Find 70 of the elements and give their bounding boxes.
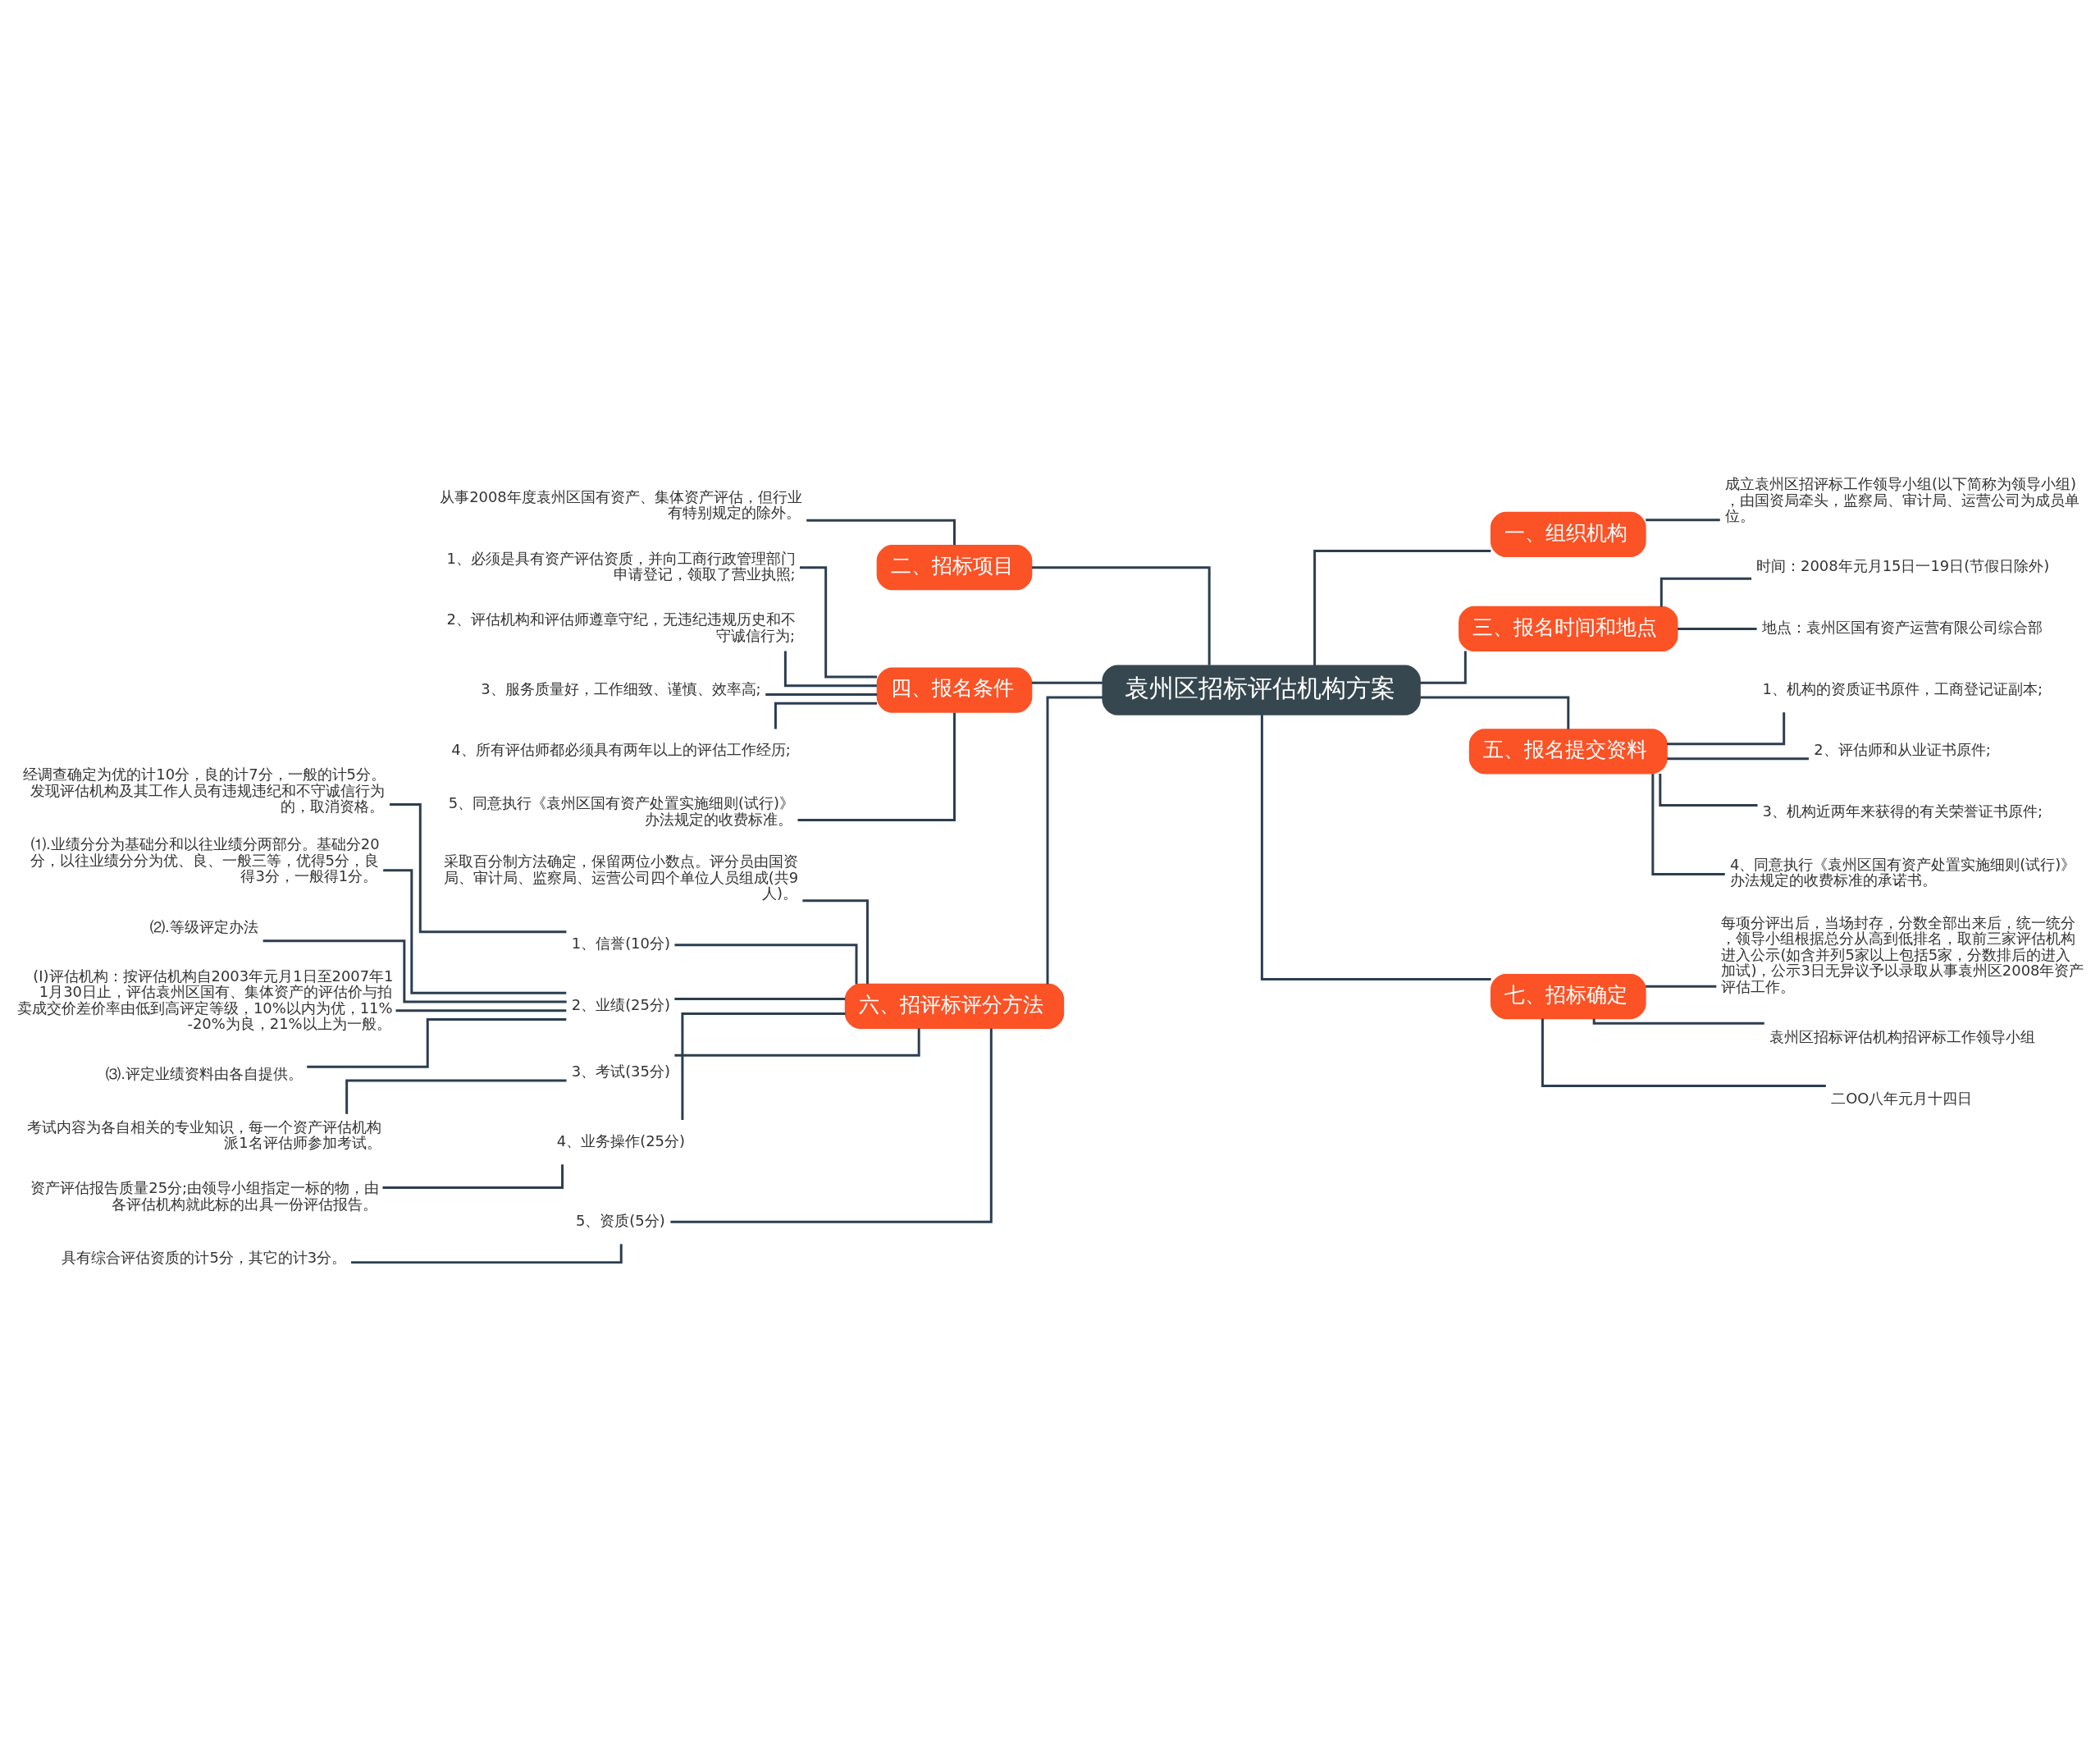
node-text: 1、机构的资质证书原件，工商登记证副本; bbox=[1762, 679, 2043, 697]
node-text: 4、业务操作(25分) bbox=[556, 1131, 685, 1149]
connector bbox=[1541, 1017, 1826, 1087]
connector bbox=[1031, 681, 1102, 684]
node-box: 四、报名条件 bbox=[876, 666, 1033, 713]
connector bbox=[765, 692, 878, 696]
node-text: 1、必须是具有资产评估资质，并向工商行政管理部门申请登记，领取了营业执照; bbox=[446, 549, 796, 583]
connector bbox=[802, 898, 869, 984]
connector bbox=[383, 868, 567, 994]
connector bbox=[390, 802, 567, 933]
node-box: 袁州区招标评估机构方案 bbox=[1102, 665, 1421, 715]
connector bbox=[681, 1012, 846, 1120]
node-text: 3、服务质量好，工作细致、谨慎、效率高; bbox=[481, 679, 761, 697]
connector bbox=[1659, 577, 1751, 606]
connector bbox=[1667, 756, 1809, 760]
node-box: 七、招标确定 bbox=[1490, 973, 1646, 1019]
node-text: ⑵.等级评定办法 bbox=[149, 916, 258, 935]
connector bbox=[783, 650, 877, 687]
connector bbox=[262, 939, 567, 1003]
connector bbox=[1260, 714, 1491, 980]
connector bbox=[1659, 773, 1758, 807]
connector bbox=[1646, 518, 1720, 521]
node-text: 1、信誉(10分) bbox=[571, 934, 670, 952]
node-text: 4、同意执行《袁州区国有资产处置实施细则(试行)》办法规定的收费标准的承诺书。 bbox=[1729, 855, 2076, 889]
node-text: 采取百分制方法确定，保留两位小数点。评分员由国资局、审计局、监察局、运营公司四个单位人员组成(共9人)。 bbox=[443, 852, 799, 902]
node-text: ⑴.业绩分分为基础分和以往业绩分两部分。基础分20分，以往业绩分分为优、良、一般三等，优得5分，良得3分，一般得1分。 bbox=[30, 834, 380, 884]
node-text: 考试内容为各自相关的专业知识，每一个资产评估机构派1名评估师参加考试。 bbox=[26, 1117, 381, 1151]
node-text: 3、考试(35分) bbox=[571, 1062, 670, 1080]
connector bbox=[1646, 985, 1717, 988]
connector bbox=[1046, 696, 1103, 984]
node-box: 五、报名提交资料 bbox=[1468, 728, 1668, 774]
node-text: 2、评估机构和评估师遵章守纪，无违纪违规历史和不守诚信行为; bbox=[446, 610, 796, 644]
node-text: 3、机构近两年来获得的有关荣誉证书原件; bbox=[1762, 802, 2043, 820]
node-text: 具有综合评估资质的计5分，其它的计3分。 bbox=[62, 1248, 347, 1266]
connector bbox=[1592, 1018, 1764, 1025]
connector bbox=[670, 1028, 993, 1223]
connector bbox=[797, 712, 956, 821]
node-text: 成立袁州区招评标工作领导小组(以下简称为领导小组)，由国资局牵头，监察局、审计局、运营公司为成员单位。 bbox=[1724, 474, 2079, 524]
node-text: 地点：袁州区国有资产运营有限公司综合部 bbox=[1761, 618, 2043, 636]
connector bbox=[307, 1017, 567, 1068]
node-box: 二、招标项目 bbox=[876, 544, 1033, 590]
node-text: 资产评估报告质量25分;由领导小组指定一标的物，由各评估机构就此标的出具一份评估报告。 bbox=[30, 1178, 380, 1213]
connector bbox=[345, 1079, 567, 1114]
node-text: 袁州区招标评估机构招评标工作领导小组 bbox=[1769, 1027, 2035, 1045]
connector bbox=[1420, 651, 1467, 684]
connector bbox=[674, 943, 858, 984]
node-text: 从事2008年度袁州区国有资产、集体资产评估，但行业有特别规定的除外。 bbox=[440, 487, 802, 521]
node-box: 六、招评标评分方法 bbox=[844, 983, 1065, 1029]
node-text: ⑶.评定业绩资料由各自提供。 bbox=[106, 1064, 303, 1082]
connector bbox=[1031, 565, 1211, 665]
connector bbox=[1667, 711, 1786, 745]
node-text: 经调查确定为优的计10分，良的计7分，一般的计5分。发现评估机构及其工作人员有违规违纪和不守诚信行为的，取消资格。 bbox=[23, 765, 386, 815]
connector bbox=[1420, 696, 1570, 729]
connector bbox=[1651, 773, 1725, 875]
node-text: 2、业绩(25分) bbox=[571, 995, 670, 1013]
connector bbox=[774, 702, 878, 729]
node-text: 时间：2008年元月15日一19日(节假日除外) bbox=[1756, 556, 2050, 574]
node-text: 5、同意执行《袁州区国有资产处置实施细则(试行)》办法规定的收费标准。 bbox=[448, 793, 795, 828]
node-text: 5、资质(5分) bbox=[575, 1211, 665, 1229]
node-box: 一、组织机构 bbox=[1490, 511, 1646, 557]
node-box: 三、报名时间和地点 bbox=[1459, 606, 1678, 651]
node-text: (Ⅰ)评估机构：按评估机构自2003年元月1日至2007年11月30日止，评估袁州区国有、集体资产的评估价与拍卖成交价差价率由低到高评定等级，10%以内为优，11%-20%为良，21%以上为一般。 bbox=[16, 967, 394, 1032]
connector bbox=[395, 1008, 567, 1012]
connector bbox=[1678, 627, 1757, 630]
connector bbox=[674, 997, 846, 1000]
connector bbox=[1313, 549, 1491, 665]
node-text: 每项分评出后，当场封存，分数全部出来后，统一统分，领导小组根据总分从高到低排名，取前三家评估机构进入公示(如含并列5家以上包括5家，分数排后的进入加试)，公示3日无异议予以录取从事袁州区2008年资产评估工作。 bbox=[1721, 913, 2084, 995]
node-text: 二OO八年元月十四日 bbox=[1831, 1089, 1973, 1107]
node-text: 2、评估师和从业证书原件; bbox=[1814, 740, 1991, 758]
node-text: 4、所有评估师都必须具有两年以上的评估工作经历; bbox=[451, 740, 791, 758]
